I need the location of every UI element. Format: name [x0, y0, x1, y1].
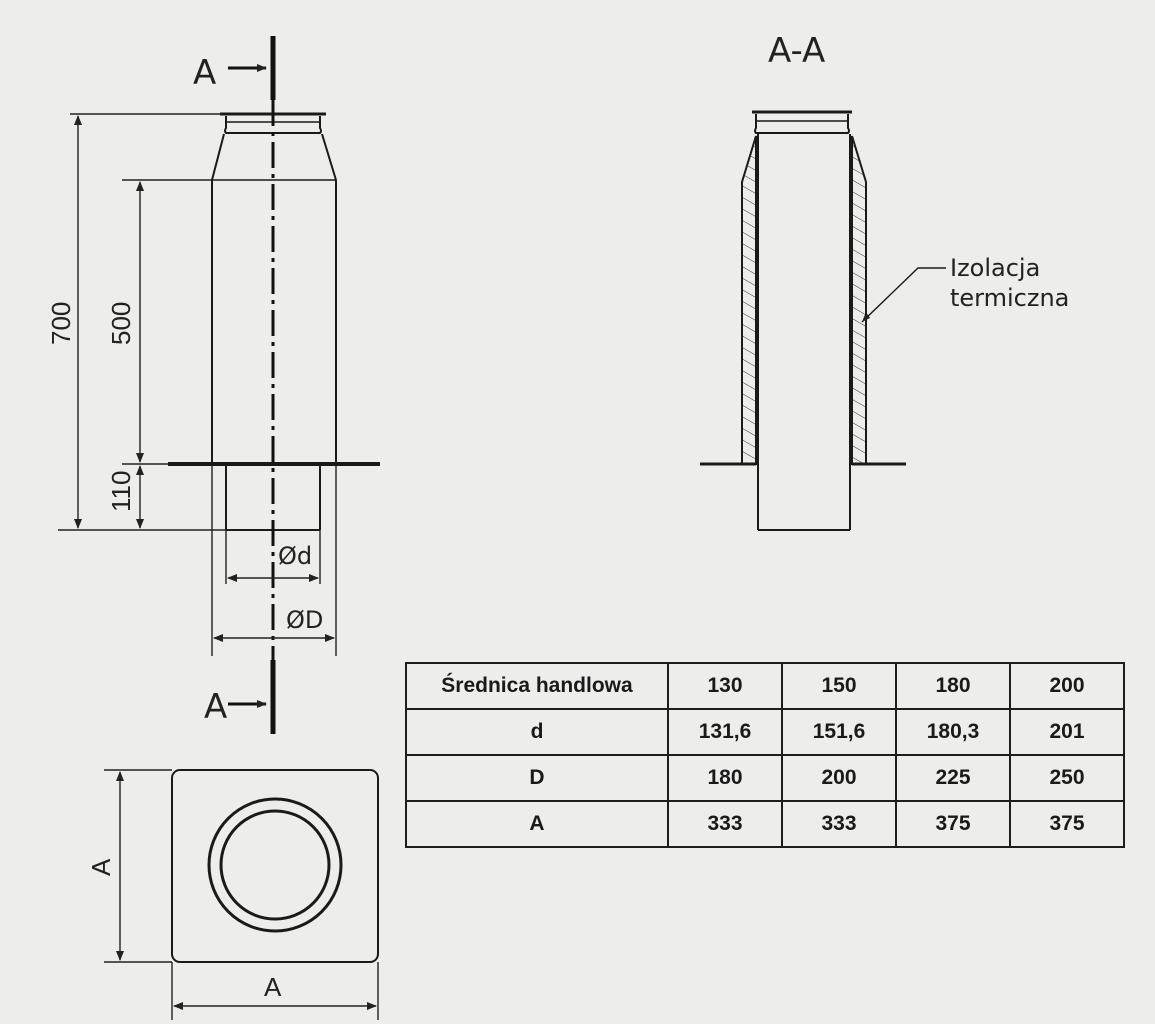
table-cell: 375	[895, 800, 1011, 848]
dim-plate-height: A	[86, 858, 116, 876]
table-cell: 201	[1009, 708, 1125, 756]
front-view	[168, 112, 380, 531]
table-cell: Średnica handlowa	[405, 662, 669, 710]
dim-plate-width: A	[264, 972, 282, 1002]
dim-body-height: 500	[106, 302, 136, 345]
table-cell: 130	[667, 662, 783, 710]
table-cell: A	[405, 800, 669, 848]
table-cell: 333	[667, 800, 783, 848]
section-marker-top: A	[193, 53, 216, 93]
table-cell: 151,6	[781, 708, 897, 756]
table-cell: 225	[895, 754, 1011, 802]
section-view	[700, 110, 946, 531]
dim-spigot-height: 110	[106, 471, 136, 512]
dimension-table-wrap: Średnica handlowa 130 150 180 200 d 131,…	[405, 662, 1125, 848]
table-row: d 131,6 151,6 180,3 201	[405, 708, 1125, 756]
section-title: A-A	[768, 31, 825, 71]
dimension-table: Średnica handlowa 130 150 180 200 d 131,…	[405, 662, 1125, 848]
table-header-row: Średnica handlowa 130 150 180 200	[405, 662, 1125, 710]
table-cell: 333	[781, 800, 897, 848]
dim-outer-diameter: ØD	[286, 606, 323, 634]
table-cell: 375	[1009, 800, 1125, 848]
table-cell: 131,6	[667, 708, 783, 756]
table-cell: 150	[781, 662, 897, 710]
table-cell: D	[405, 754, 669, 802]
table-row: A 333 333 375 375	[405, 800, 1125, 848]
table-row: D 180 200 225 250	[405, 754, 1125, 802]
table-cell: 180	[667, 754, 783, 802]
table-cell: 180,3	[895, 708, 1011, 756]
plan-view	[171, 769, 379, 963]
dim-total-height: 700	[46, 302, 76, 345]
table-cell: 200	[1009, 662, 1125, 710]
plan-dimension-lines	[104, 769, 379, 1020]
section-line	[228, 36, 276, 734]
dim-inner-diameter: Ød	[278, 542, 312, 570]
section-marker-bottom: A	[204, 687, 227, 727]
insulation-label-line1: Izolacja	[950, 254, 1040, 282]
table-cell: d	[405, 708, 669, 756]
table-cell: 250	[1009, 754, 1125, 802]
table-cell: 180	[895, 662, 1011, 710]
insulation-label-line2: termiczna	[950, 284, 1069, 312]
table-cell: 200	[781, 754, 897, 802]
dimension-lines	[58, 113, 337, 656]
